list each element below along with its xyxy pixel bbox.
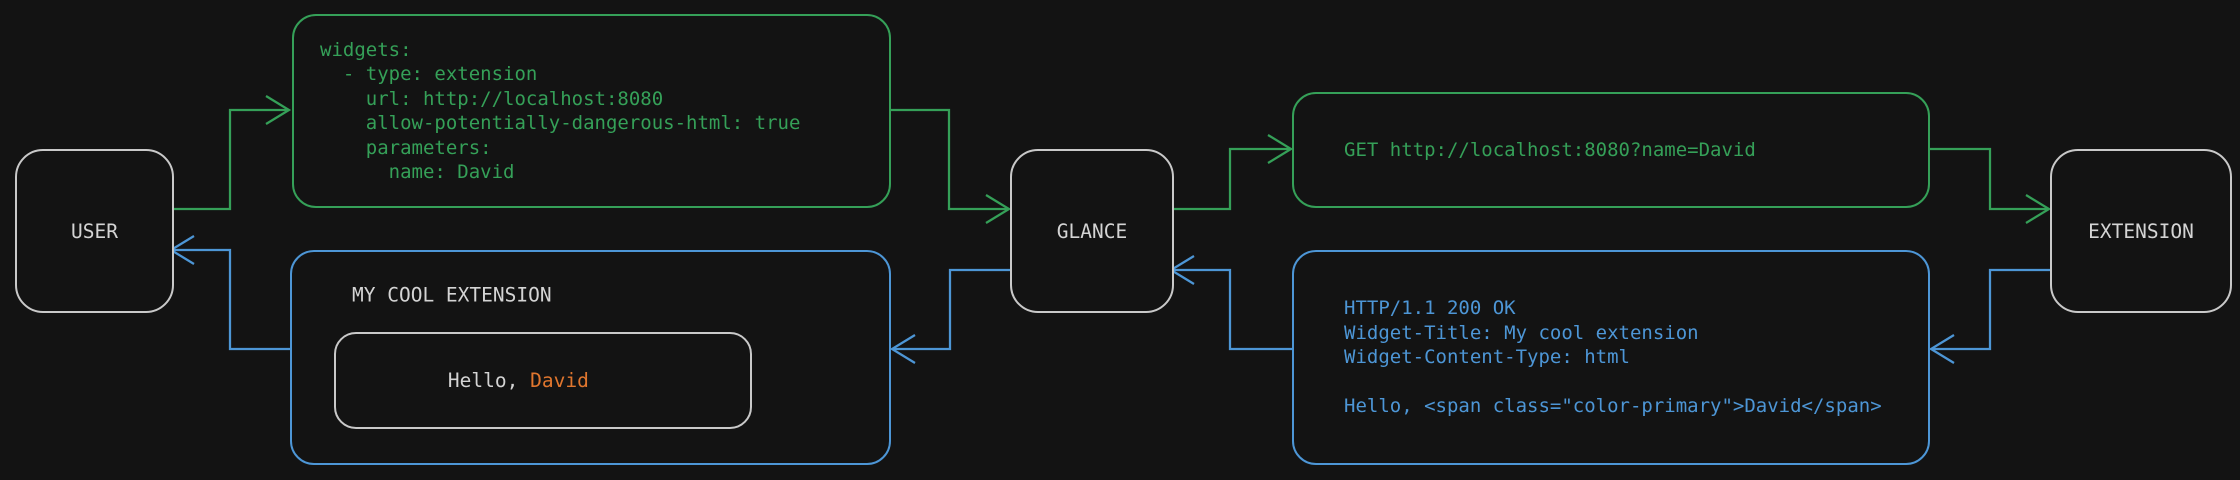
- widget-content-box: Hello, David: [334, 332, 752, 429]
- widget-preview-box: MY COOL EXTENSION Hello, David: [290, 250, 891, 465]
- node-glance-label: GLANCE: [1056, 219, 1128, 243]
- arrow-request-to-extension: [1930, 147, 2052, 224]
- widget-greeting: Hello, David: [336, 346, 589, 415]
- widget-title: MY COOL EXTENSION: [352, 283, 552, 307]
- greeting-prefix: Hello,: [447, 369, 531, 392]
- node-user: USER: [15, 149, 174, 313]
- node-user-label: USER: [71, 219, 118, 243]
- node-extension: EXTENSION: [2050, 149, 2232, 313]
- arrow-extension-to-response: [1928, 268, 2050, 364]
- http-response-code: HTTP/1.1 200 OK Widget-Title: My cool ex…: [1344, 297, 1882, 418]
- node-glance: GLANCE: [1010, 149, 1174, 313]
- arrow-response-to-glance: [1168, 255, 1292, 351]
- node-extension-label: EXTENSION: [2088, 219, 2194, 243]
- http-request-text: GET http://localhost:8080?name=David: [1344, 138, 1756, 161]
- arrow-widget-to-user: [168, 235, 290, 351]
- http-request-box: GET http://localhost:8080?name=David: [1292, 92, 1930, 208]
- arrow-glance-to-widget: [889, 268, 1010, 364]
- greeting-name: David: [530, 369, 589, 392]
- arrow-glance-to-request: [1170, 134, 1294, 211]
- config-yaml-box: widgets: - type: extension url: http://l…: [292, 14, 891, 208]
- config-yaml-code: widgets: - type: extension url: http://l…: [320, 38, 801, 184]
- http-response-box: HTTP/1.1 200 OK Widget-Title: My cool ex…: [1292, 250, 1930, 465]
- arrow-user-to-config: [170, 95, 292, 211]
- arrow-config-to-glance: [891, 108, 1012, 224]
